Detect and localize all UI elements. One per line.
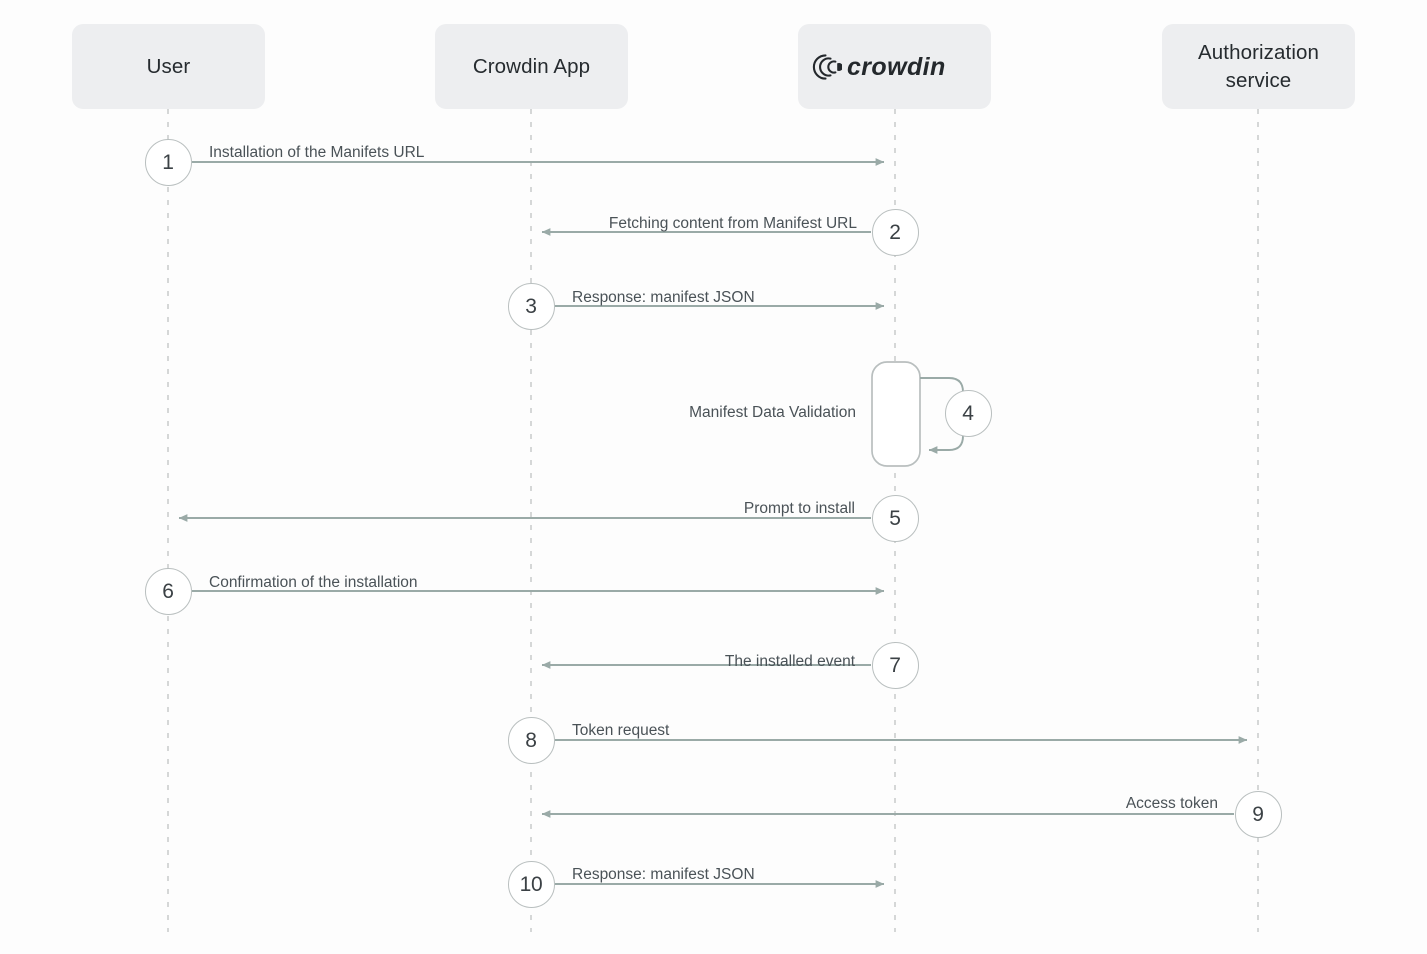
step-number-text: 5 [889, 506, 901, 530]
step-circle-6[interactable]: 6 [144, 567, 192, 615]
step-circle-7[interactable]: 7 [871, 641, 919, 689]
participant-label-app: Crowdin App [472, 54, 591, 78]
step-number-text: 4 [962, 401, 974, 425]
step-number-text: 6 [162, 579, 174, 603]
message-label-7: The installed event [724, 653, 855, 670]
step-number-text: 8 [525, 728, 537, 752]
step-number-text: 10 [519, 872, 543, 896]
step-number-text: 7 [889, 653, 901, 677]
message-label-5: Prompt to install [743, 500, 855, 517]
step-circle-8[interactable]: 8 [507, 716, 555, 764]
activation-box-manifest-validation [871, 361, 921, 467]
step-circle-9[interactable]: 9 [1234, 790, 1282, 838]
step-number-text: 2 [889, 220, 901, 244]
message-label-2: Fetching content from Manifest URL [608, 215, 857, 232]
step-circle-2[interactable]: 2 [871, 208, 919, 256]
participant-label-auth: Authorization service [1198, 41, 1319, 92]
message-label-9: Access token [1125, 795, 1218, 812]
participant-app[interactable]: Crowdin App [435, 24, 628, 109]
participant-label-user: User [146, 54, 191, 78]
participant-auth[interactable]: Authorization service [1162, 24, 1355, 109]
crowdin-logo: crowdin [809, 52, 981, 82]
step-circle-1[interactable]: 1 [144, 138, 192, 186]
svg-text:crowdin: crowdin [847, 53, 946, 81]
crowdin-swoosh-icon [812, 53, 842, 80]
message-label-8: Token request [572, 722, 670, 739]
self-call-label: Manifest Data Validation [689, 404, 856, 421]
message-label-3: Response: manifest JSON [572, 289, 755, 306]
step-number-text: 1 [162, 150, 174, 174]
step-circle-3[interactable]: 3 [507, 282, 555, 330]
step-circle-4[interactable]: 4 [944, 389, 992, 437]
participant-user[interactable]: User [72, 24, 265, 109]
step-number-text: 3 [525, 294, 537, 318]
step-number-text: 9 [1252, 802, 1264, 826]
participant-crowdin[interactable]: crowdin [798, 24, 991, 109]
step-circle-10[interactable]: 10 [507, 860, 555, 908]
step-circle-5[interactable]: 5 [871, 494, 919, 542]
message-label-6: Confirmation of the installation [209, 574, 418, 591]
message-arrows-group [178, 158, 1248, 888]
crowdin-wordmark: crowdin [847, 53, 946, 81]
message-label-10: Response: manifest JSON [572, 866, 755, 883]
message-label-1: Installation of the Manifets URL [209, 144, 425, 161]
